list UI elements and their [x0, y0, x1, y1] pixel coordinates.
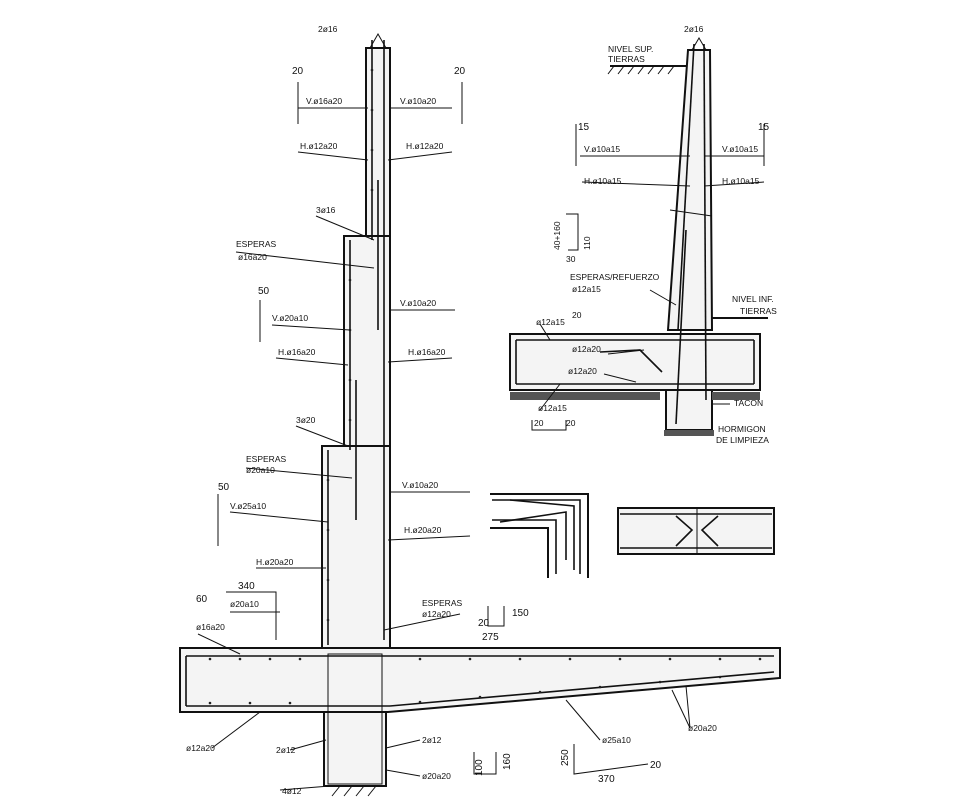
joint-detail: [617, 507, 775, 555]
label-v10a15-right: V.ø10a15: [722, 144, 758, 154]
label-h16a20-left: H.ø16a20: [278, 347, 316, 357]
label-tacon: TACON: [734, 398, 763, 408]
dim-20-right-foot: 20: [650, 760, 662, 771]
label-o12a20-b: ø12a20: [568, 366, 597, 376]
label-tierras-sup: TIERRAS: [608, 54, 645, 64]
label-hormigon: HORMIGON: [718, 424, 766, 434]
dim-20-right: 20: [454, 66, 466, 77]
label-o25a10: ø25a10: [602, 735, 631, 745]
label-esperas-refuerzo: ESPERAS/REFUERZO: [570, 272, 660, 282]
bar-dots: [208, 68, 762, 705]
label-o20a20-right: ø20a20: [688, 723, 717, 733]
label-h12a20-right: H.ø12a20: [406, 141, 444, 151]
label-esperas-1: ESPERAS: [236, 239, 276, 249]
dim-15-left: 15: [578, 122, 590, 133]
dim-20-left: 20: [292, 66, 304, 77]
dim-60: 60: [196, 594, 208, 605]
label-40-160: 40+160: [552, 221, 562, 250]
shear-key: [323, 711, 387, 787]
label-o12a15-bottom: ø12a15: [538, 403, 567, 413]
corner-detail: [490, 493, 589, 578]
label-tierras-inf: TIERRAS: [740, 306, 777, 316]
label-2o12-right: 2ø12: [422, 735, 442, 745]
secondary-wall-section: 2ø16 NIVEL SUP. TIERRAS 15 15 V.ø10a15 V…: [509, 24, 777, 445]
key-cage: [327, 653, 383, 785]
top-tip: [369, 32, 387, 49]
label-o20a10: ø20a10: [246, 465, 275, 475]
label-v10a20-low: V.ø10a20: [402, 480, 438, 490]
label-v20a10: V.ø20a10: [272, 313, 308, 323]
label-v10a20-top: V.ø10a20: [400, 96, 436, 106]
label-nivel-inf: NIVEL INF.: [732, 294, 774, 304]
dim-15-right: 15: [758, 122, 770, 133]
dim-50-low: 50: [218, 482, 230, 493]
main-wall-section: 2ø16 20 20 V.ø16a20 V.ø10a20 H.ø12a20 H.…: [179, 24, 781, 797]
label-110: 110: [582, 236, 592, 250]
label-o12a20-a: ø12a20: [572, 344, 601, 354]
label-h16a20-right: H.ø16a20: [408, 347, 446, 357]
label-o16a20: ø16a20: [238, 252, 267, 262]
label-h10a15-right: H.ø10a15: [722, 176, 760, 186]
dim-20-b: 20: [566, 418, 576, 428]
label-o20a20-bottom: ø20a20: [422, 771, 451, 781]
joint-slab: [617, 507, 775, 555]
label-v10a20-mid: V.ø10a20: [400, 298, 436, 308]
dim-275: 275: [482, 632, 499, 643]
label-4o12: 4ø12: [282, 786, 302, 796]
label-o12a15-top: ø12a15: [536, 317, 565, 327]
label-top-2o16: 2ø16: [318, 24, 338, 34]
label-o16a20-foot: ø16a20: [196, 622, 225, 632]
heel-key: [665, 389, 713, 431]
label-esperas-2: ESPERAS: [246, 454, 286, 464]
label-h20a20-right: H.ø20a20: [404, 525, 442, 535]
label-30: 30: [566, 254, 576, 264]
label-right-2o16: 2ø16: [684, 24, 704, 34]
label-h10a15-left: H.ø10a15: [584, 176, 622, 186]
label-esperas-3: ESPERAS: [422, 598, 462, 608]
base-slab: [509, 333, 761, 391]
label-o20a10-foot: ø20a10: [230, 599, 259, 609]
label-v16a20: V.ø16a20: [306, 96, 342, 106]
label-de-limpieza: DE LIMPIEZA: [716, 435, 769, 445]
dim-100: 100: [474, 759, 485, 776]
dim-250: 250: [560, 749, 571, 766]
dim-160: 160: [502, 753, 513, 770]
dim-20-a: 20: [534, 418, 544, 428]
label-v25a10: V.ø25a10: [230, 501, 266, 511]
dim-50-mid: 50: [258, 286, 270, 297]
dim-20-top-right: 20: [572, 310, 582, 320]
label-v10a15-left: V.ø10a15: [584, 144, 620, 154]
label-o12a15-esperas: ø12a15: [572, 284, 601, 294]
dim-150: 150: [512, 608, 529, 619]
wall-stem-middle: [343, 235, 391, 449]
leaders-main: [197, 107, 691, 791]
footing: [179, 647, 781, 713]
label-o12a20-esperas: ø12a20: [422, 609, 451, 619]
label-3o16: 3ø16: [316, 205, 336, 215]
label-3o20: 3ø20: [296, 415, 316, 425]
label-nivel-sup: NIVEL SUP.: [608, 44, 653, 54]
label-o12a20-bottom: ø12a20: [186, 743, 215, 753]
dim-370: 370: [598, 774, 615, 785]
dim-340: 340: [238, 581, 255, 592]
dim-20-foot: 20: [478, 618, 490, 629]
dimension-brackets: [217, 82, 649, 775]
label-h20a20-left: H.ø20a20: [256, 557, 294, 567]
label-2o12-left: 2ø12: [276, 745, 296, 755]
label-h12a20-left: H.ø12a20: [300, 141, 338, 151]
